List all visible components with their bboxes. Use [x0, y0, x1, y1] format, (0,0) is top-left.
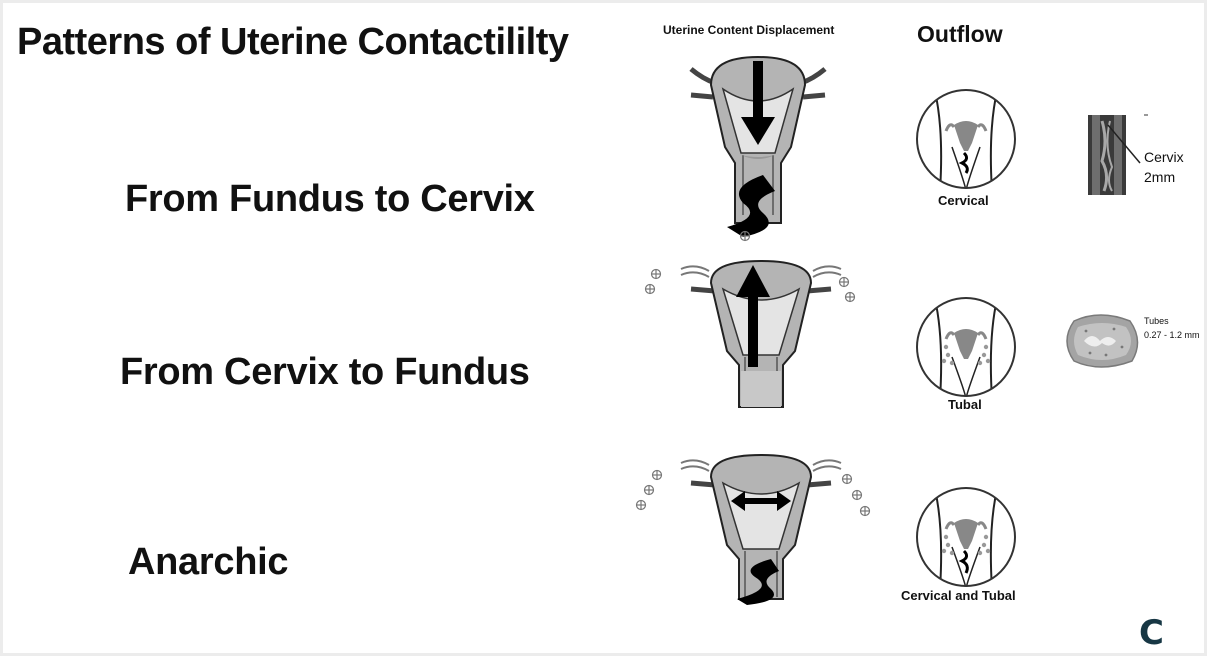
tubes-detail-value: 0.27 - 1.2 mm — [1144, 330, 1200, 340]
tubes-detail-label: Tubes — [1144, 316, 1169, 326]
particles-icon-group — [635, 469, 875, 519]
outflow-caption-tubal: Tubal — [948, 397, 982, 412]
outflow-caption-cervical-and-tubal: Cervical and Tubal — [901, 588, 1016, 603]
brand-logo: C — [1139, 613, 1164, 653]
uterus-diagram-fundus-to-cervix — [683, 55, 833, 230]
particle-icon — [738, 229, 752, 243]
slide: Patterns of Uterine Contactililty Uterin… — [3, 3, 1204, 653]
tube-micrograph-image — [1064, 311, 1140, 369]
outflow-cervical-illustration — [914, 87, 1018, 191]
row-label-anarchic: Anarchic — [128, 541, 288, 584]
cervix-micrograph-image — [1088, 111, 1148, 195]
row-label-cervix-to-fundus: From Cervix to Fundus — [120, 351, 530, 394]
displacement-column-header: Uterine Content Displacement — [663, 23, 834, 37]
outflow-cervical-and-tubal-illustration — [914, 485, 1018, 589]
particles-icon-group — [644, 267, 854, 307]
outflow-tubal-illustration — [914, 295, 1018, 399]
cervix-detail-label: Cervix — [1144, 149, 1184, 165]
outflow-column-header: Outflow — [917, 21, 1003, 48]
cervix-detail-value: 2mm — [1144, 169, 1175, 185]
row-label-fundus-to-cervix: From Fundus to Cervix — [125, 178, 535, 221]
outflow-caption-cervical: Cervical — [938, 193, 989, 208]
slide-title: Patterns of Uterine Contactililty — [17, 21, 568, 64]
